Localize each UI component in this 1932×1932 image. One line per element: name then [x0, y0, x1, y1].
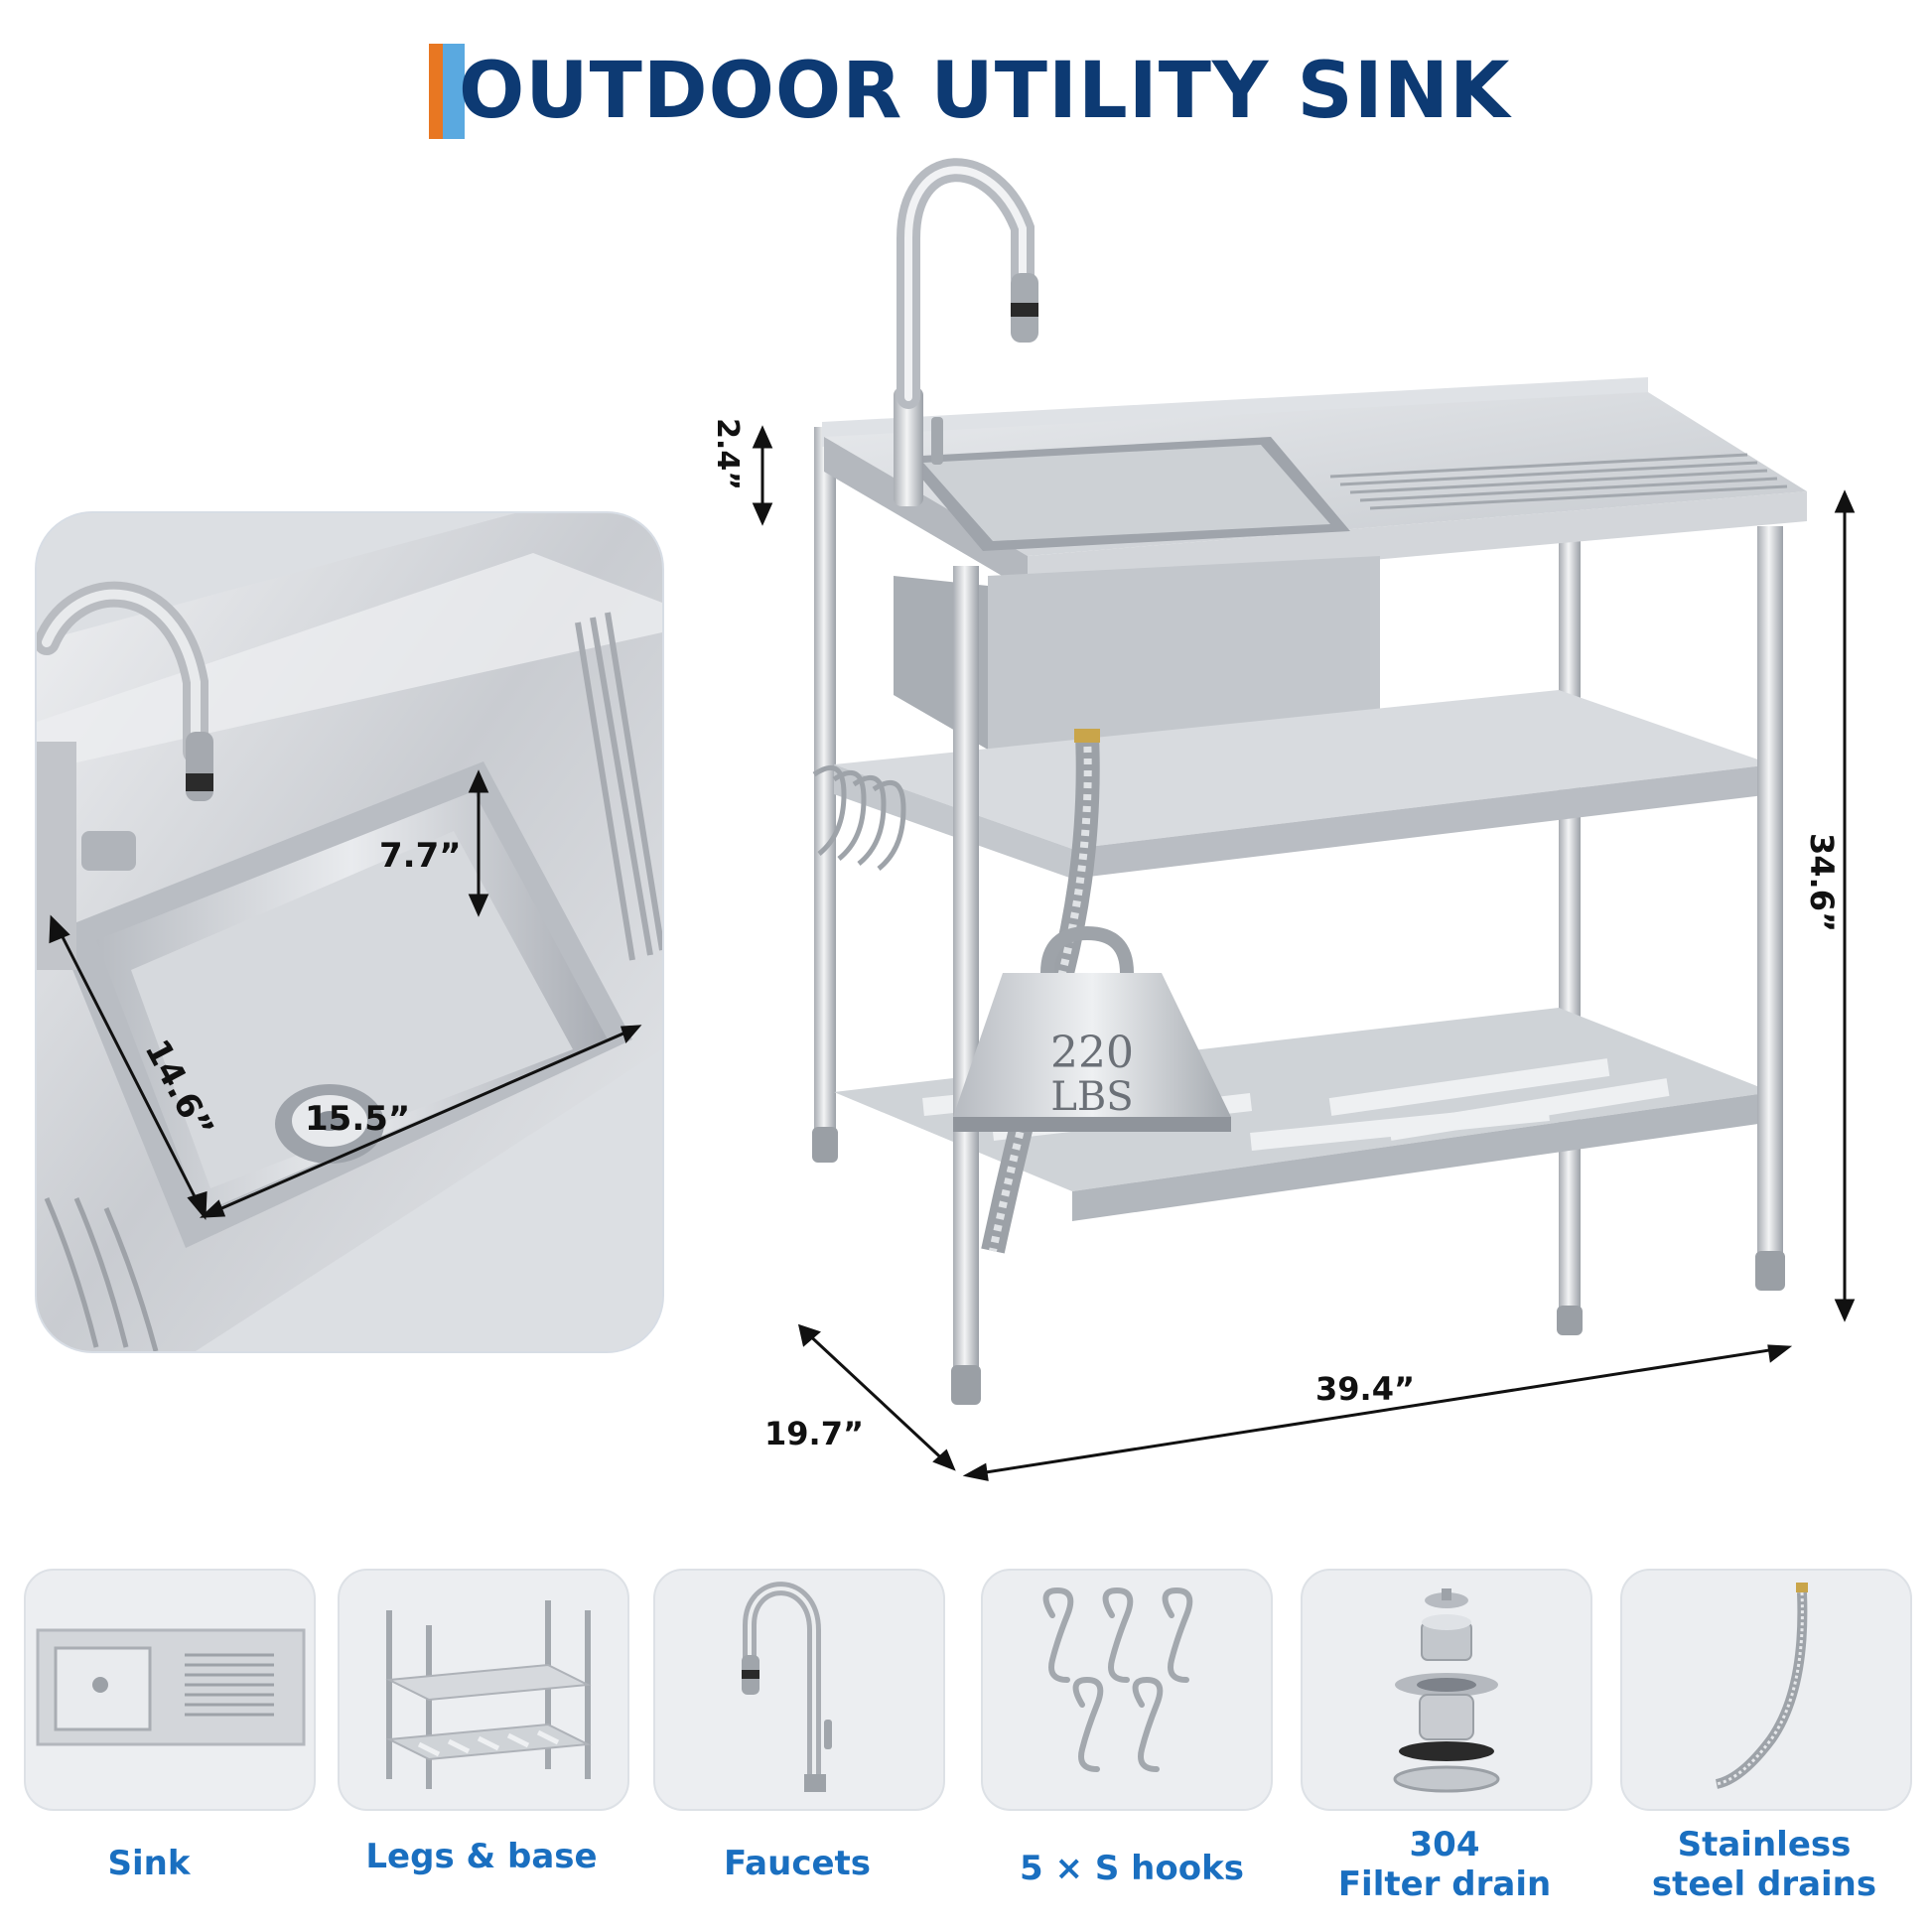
feature-card-sink — [24, 1569, 316, 1811]
feature-card-legs-base — [338, 1569, 629, 1811]
feature-label-filter-drain-line1: 304 — [1409, 1825, 1480, 1864]
title-accent-blue — [443, 44, 465, 139]
bowl-depth-label: 7.7” — [379, 836, 462, 876]
page-title: OUTDOOR UTILITY SINK — [459, 47, 1511, 136]
s-hooks-icon — [1042, 1587, 1193, 1772]
feature-label-legs-base: Legs & base — [365, 1837, 598, 1876]
frame-icon — [385, 1600, 592, 1789]
feature-card-s-hooks — [981, 1569, 1273, 1811]
backsplash-height-label: 2.4” — [709, 418, 745, 490]
feature-label-faucets: Faucets — [723, 1844, 872, 1883]
sink-top-icon — [36, 1628, 306, 1746]
bowl-closeup-panel: 7.7” 14.6” 15.5” — [35, 511, 664, 1353]
depth-label: 19.7” — [764, 1415, 864, 1452]
sink-stand-image: 220 LBS — [752, 158, 1856, 1481]
title-block: OUTDOOR UTILITY SINK — [429, 42, 1509, 141]
weight-unit: LBS — [1050, 1074, 1133, 1120]
feature-card-drain-hose — [1620, 1569, 1912, 1811]
bowl-length-label: 15.5” — [305, 1099, 411, 1139]
feature-label-filter-drain-line2: Filter drain — [1337, 1864, 1552, 1904]
bowl-closeup-image — [37, 513, 662, 1351]
faucet-icon — [742, 1582, 832, 1792]
total-height-label: 34.6” — [1802, 833, 1841, 932]
feature-label-s-hooks: 5 × S hooks — [1020, 1849, 1244, 1888]
sink-stand-figure: 220 LBS 2.4” 34.6” 39.4” 19.7” — [695, 139, 1866, 1509]
drain-hose-icon — [1715, 1583, 1808, 1789]
weight-value: 220 — [1050, 1028, 1134, 1078]
width-label: 39.4” — [1315, 1370, 1415, 1408]
feature-label-drain-hose-line1: Stainless — [1677, 1825, 1852, 1864]
feature-card-faucets — [653, 1569, 945, 1811]
feature-label-sink: Sink — [107, 1844, 191, 1883]
feature-card-filter-drain — [1301, 1569, 1592, 1811]
feature-label-drain-hose-line2: steel drains — [1651, 1864, 1877, 1904]
filter-drain-icon — [1393, 1588, 1500, 1793]
